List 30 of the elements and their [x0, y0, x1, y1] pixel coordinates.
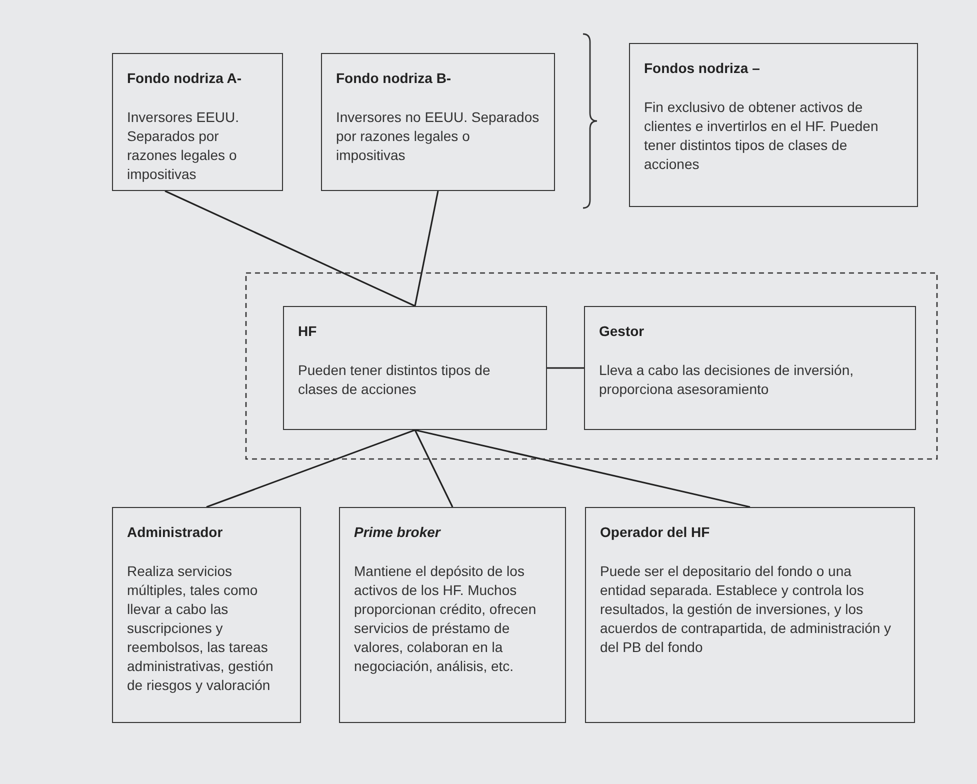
box-heading: Fondo nodriza B- [336, 70, 452, 86]
connector-line [547, 367, 584, 369]
box-heading: Prime broker [354, 524, 442, 540]
process-box [283, 306, 547, 430]
box-description: Mantiene el depósito de los activos de los HF. Muchos proporcionan crédito, ofrecen servicios de préstamo de valores, colaboran en la negociación, análisis, etc. [354, 562, 538, 676]
process-box [584, 306, 916, 430]
box-heading: Fondo nodriza A- [127, 70, 243, 86]
connector-line [414, 429, 750, 508]
process-box [629, 43, 918, 207]
box-description: Fin exclusivo de obtener activos de clientes e invertirlos en el HF. Pueden tener distintos tipos de clases de acciones [644, 98, 880, 174]
box-description: Inversores no EEUU. Separados por razones legales o impositivas [336, 108, 540, 165]
box-heading: Gestor [599, 323, 646, 339]
process-box [321, 53, 555, 191]
connector-line [414, 430, 454, 508]
connector-line [206, 429, 416, 508]
connector-line [164, 190, 416, 307]
box-description: Pueden tener distintos tipos de clases de acciones [298, 361, 492, 399]
box-description: Realiza servicios múltiples, tales como llevar a cabo las suscripciones y reembolsos, las tareas administrativas, gestión de riesgos y valoración [127, 562, 274, 695]
process-box [112, 507, 301, 723]
process-box [112, 53, 283, 191]
connector-line [414, 190, 439, 306]
box-heading: Administrador [127, 524, 224, 540]
box-heading: HF [298, 323, 318, 339]
box-heading: Operador del HF [600, 524, 711, 540]
box-heading: Fondos nodriza – [644, 60, 761, 76]
box-description: Lleva a cabo las decisiones de inversión, proporciona asesoramiento [599, 361, 854, 399]
process-box [339, 507, 566, 723]
process-box [585, 507, 915, 723]
box-description: Puede ser el depositario del fondo o una entidad separada. Establece y controla los resultados, la gestión de inversiones, y los acuerdos de contrapartida, de administración y del PB del fondo [600, 562, 892, 657]
box-description: Inversores EEUU. Separados por razones legales o impositivas [127, 108, 240, 184]
